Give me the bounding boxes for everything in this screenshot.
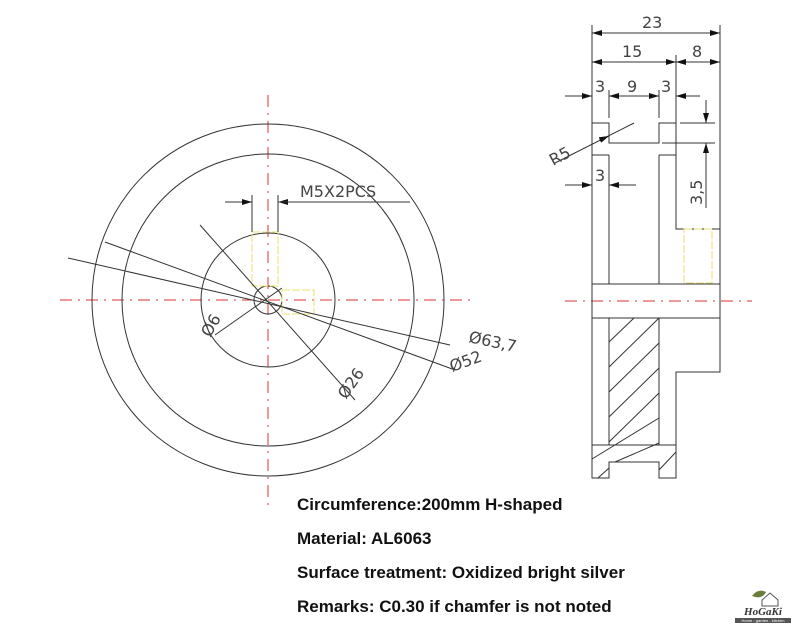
set-screw-hole	[251, 231, 279, 287]
dim-3-left: 3	[595, 77, 605, 96]
dim-8: 8	[692, 42, 702, 61]
dim-3-5: 3,5	[687, 180, 706, 205]
logo-tagline: Home - garden - kitchen	[735, 618, 791, 623]
set-screw-hole	[683, 228, 713, 284]
dim-m5x2pcs: M5X2PCS	[300, 182, 376, 201]
dim-bore-6: Ø6	[197, 311, 225, 340]
logo-house-icon	[752, 590, 779, 607]
logo-name: HoGaKi	[744, 606, 782, 618]
side-view: 23 15 8 3 9 3 R5 3 3,5	[546, 13, 752, 479]
set-screw-hole	[281, 289, 315, 315]
groove-circle	[121, 153, 415, 447]
spec-notes: Circumference:200mm H-shaped Material: A…	[297, 494, 625, 630]
hub-circle	[200, 232, 336, 368]
dim-52: Ø52	[447, 347, 484, 376]
note-circumference: Circumference:200mm H-shaped	[297, 495, 563, 514]
outer-circle	[91, 123, 445, 477]
dim-23: 23	[642, 13, 662, 32]
dim-leader-63	[67, 257, 451, 346]
dim-15: 15	[622, 42, 642, 61]
brand-logo: HoGaKi Home - garden - kitchen	[735, 588, 791, 623]
front-view: M5X2PCS Ø6 Ø26 Ø52 Ø63,7	[60, 95, 518, 505]
dim-r5: R5	[546, 143, 574, 170]
dim-9: 9	[627, 77, 637, 96]
dim-3-flange: 3	[595, 166, 605, 185]
dim-26: Ø26	[334, 364, 368, 402]
dim-3-right: 3	[661, 77, 671, 96]
note-surface-treatment: Surface treatment: Oxidized bright silve…	[297, 563, 625, 582]
note-remarks: Remarks: C0.30 if chamfer is not noted	[297, 597, 612, 616]
note-material: Material: AL6063	[297, 529, 432, 548]
section-hatch	[591, 317, 677, 479]
